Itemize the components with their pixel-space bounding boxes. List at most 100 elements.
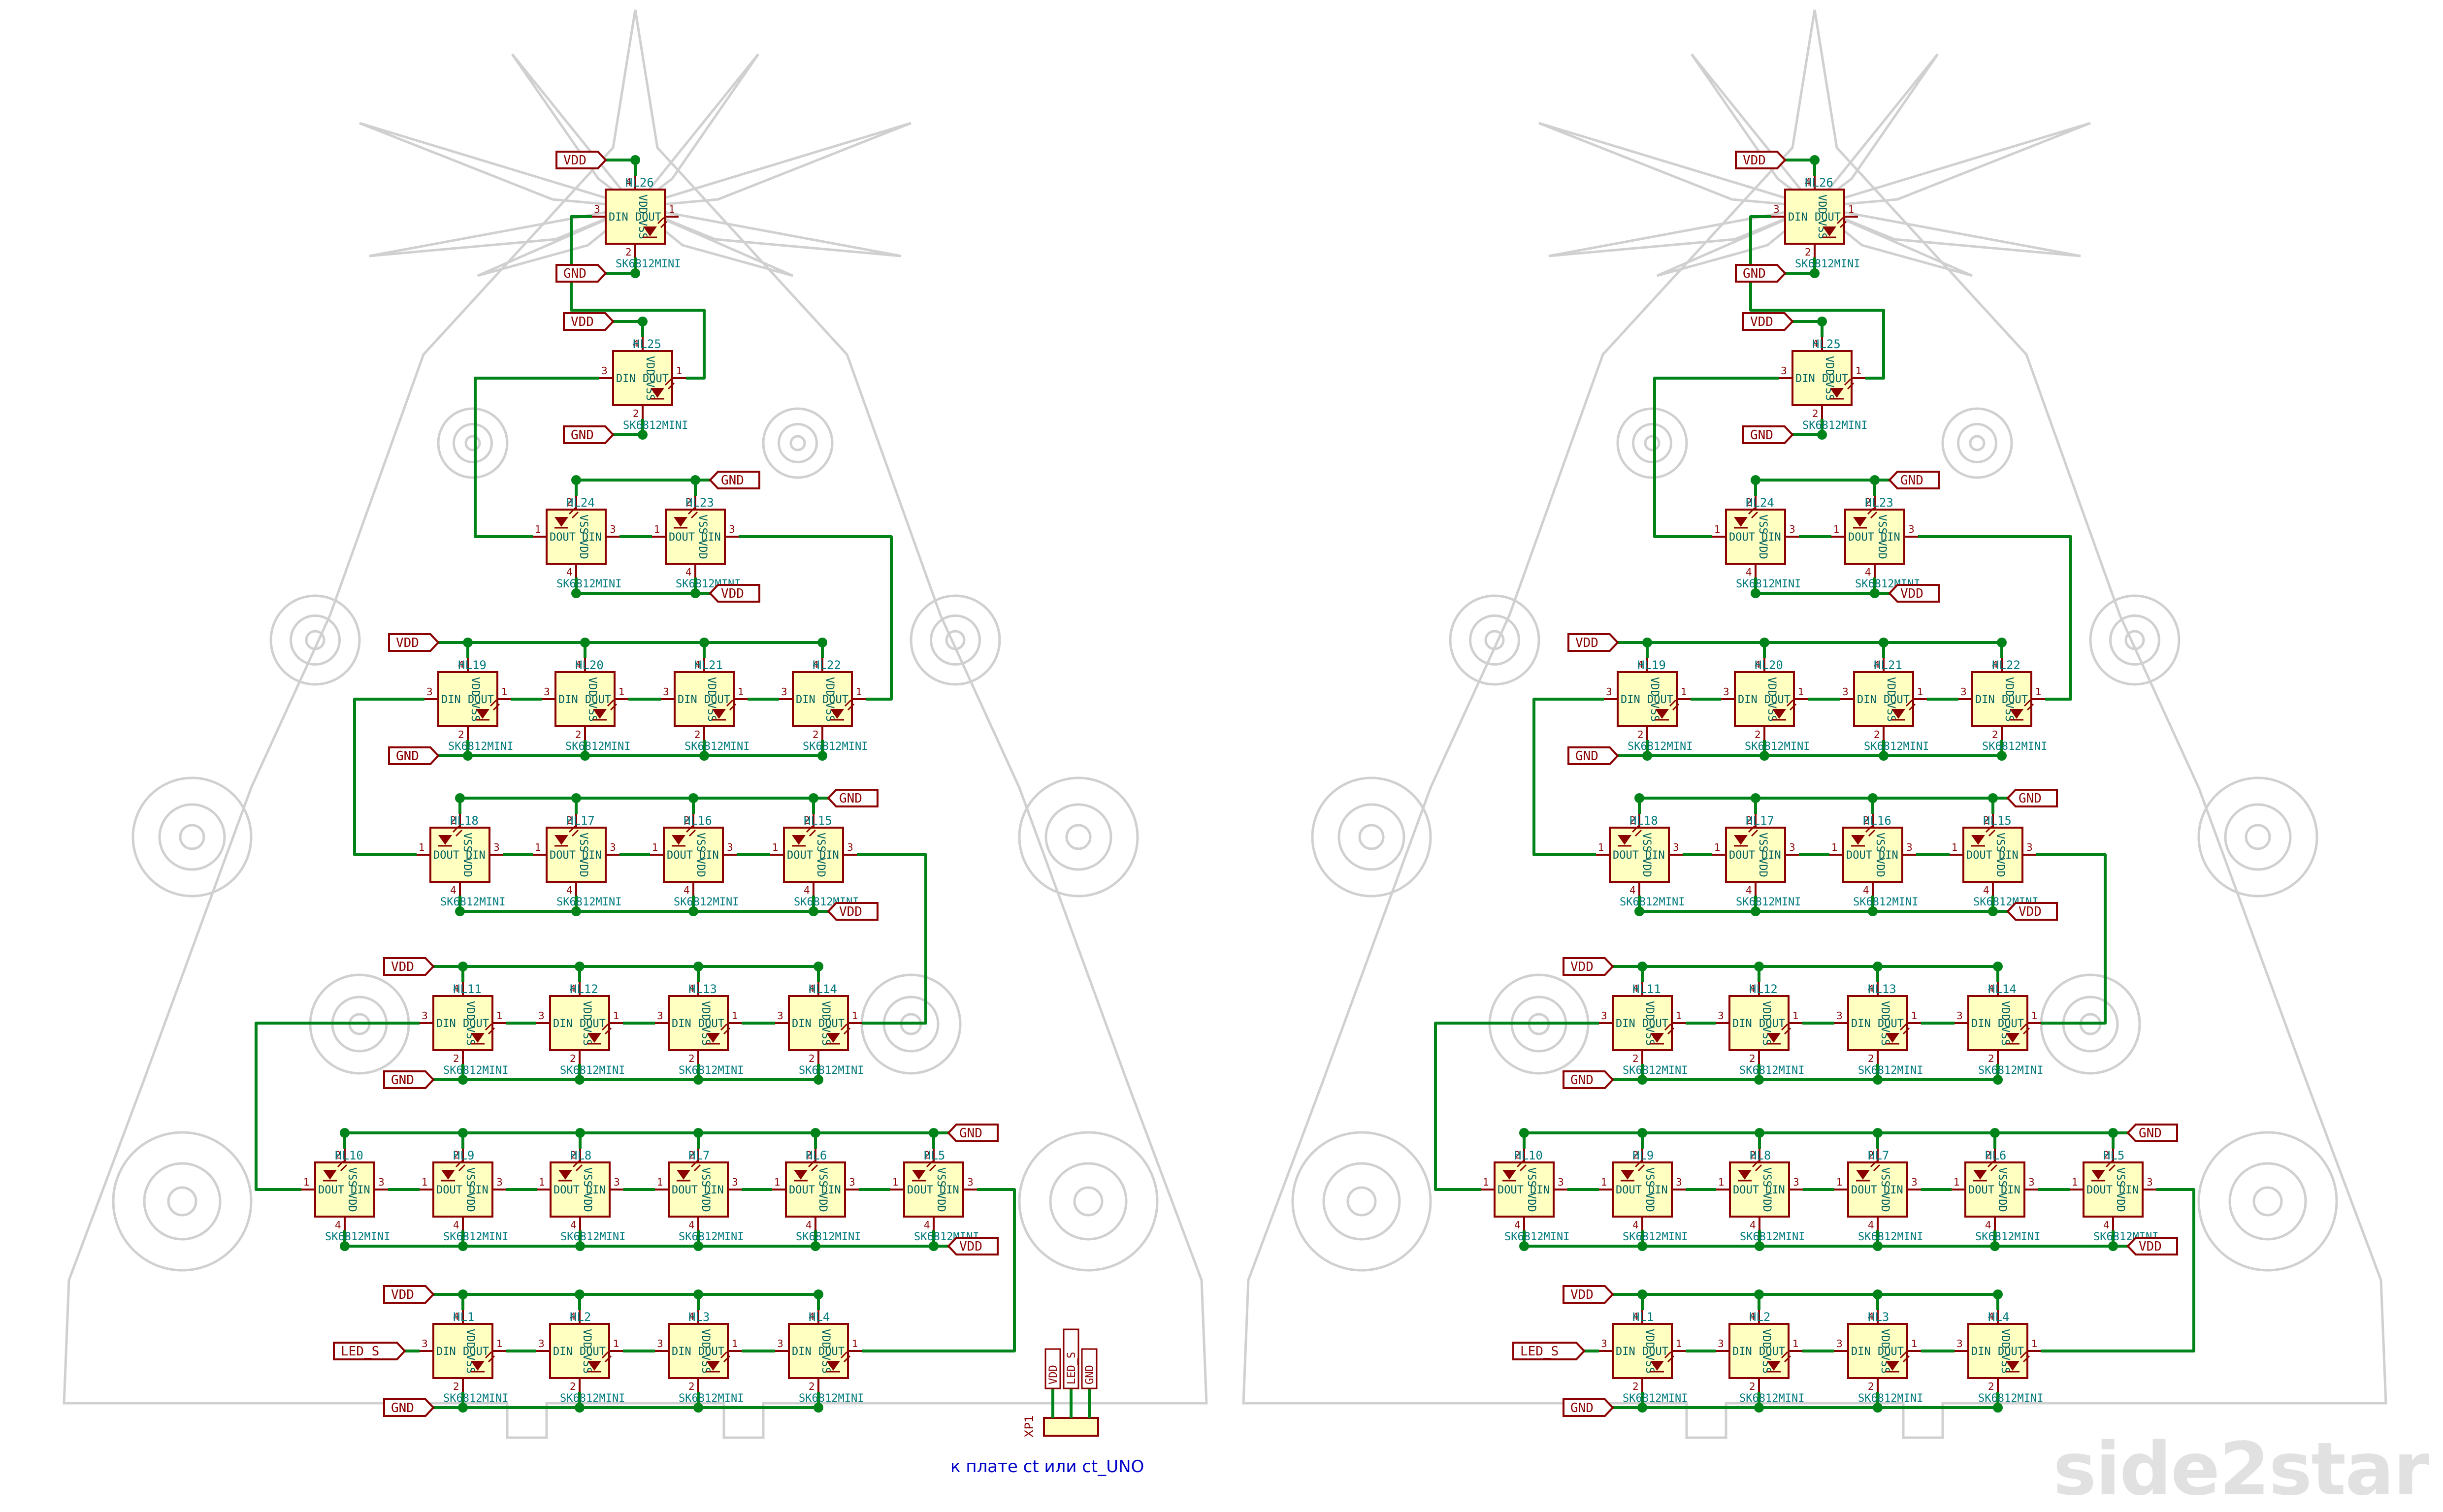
pin-number-right: 3 (1789, 523, 1795, 535)
pin-name-left: DIN (1616, 1346, 1635, 1358)
pin-number-top: 4 (1868, 983, 1874, 995)
pin-name-left: DOUT (1846, 849, 1872, 862)
pin-name-bottom: VDD (814, 858, 827, 877)
pin-name-top: VDD (464, 1001, 476, 1021)
led-light-arrows (1899, 1023, 1910, 1035)
led-light-arrows (844, 699, 855, 711)
junction-dot (1993, 962, 2003, 971)
net-label-flag (1512, 1342, 1586, 1360)
led-light-arrows (1836, 217, 1847, 228)
net-label-flag (2126, 1124, 2178, 1142)
junction-dot (1751, 906, 1760, 916)
pin-number-top: 2 (1629, 814, 1636, 826)
led-light-arrows (2105, 1160, 2116, 1172)
connector-label-box (1081, 1348, 1098, 1389)
pin-name-left: DIN (436, 1018, 456, 1030)
led-light-arrows (2020, 1023, 2030, 1035)
junction-dot (458, 1128, 468, 1138)
pin-name-right: DOUT (1642, 1346, 1668, 1358)
scroll-outline (2197, 776, 2318, 898)
led-light-arrows (2023, 699, 2034, 711)
pin-name-right: DOUT (822, 694, 848, 706)
pin-number-left: 3 (1718, 1010, 1724, 1022)
ref-designator: HL2 (570, 1310, 591, 1324)
pin-name-left: DOUT (1498, 1184, 1524, 1196)
net-label-text: VDD (571, 315, 594, 329)
net-label-vdd: VDD (388, 633, 440, 652)
pin-name-top: VSS (1525, 1167, 1537, 1187)
pin-number-left: 1 (422, 1176, 428, 1188)
pin-number-top: 2 (1746, 496, 1752, 508)
pin-name-top: VSS (1994, 833, 2006, 852)
star-ray-outline (359, 122, 636, 208)
junction-dot (1990, 1241, 2000, 1251)
part-value: SK6812MINI (1740, 1231, 1805, 1243)
pin-name-left: DIN (792, 1018, 812, 1030)
scroll-outline (1018, 776, 1139, 898)
pin-number-top: 4 (625, 176, 632, 188)
pin-number-left: 3 (422, 1338, 428, 1350)
pin-number-right: 1 (1676, 1338, 1682, 1350)
pin-number-right: 3 (378, 1176, 385, 1188)
junction-dot (693, 962, 703, 971)
pin-number-right: 1 (1681, 686, 1687, 698)
scroll-outline (2089, 594, 2181, 686)
pin-name-top: VSS (581, 1167, 593, 1187)
led-light-arrows (568, 825, 579, 837)
net-label-flag (2006, 789, 2058, 807)
part-value: SK6812MINI (1628, 740, 1693, 753)
net-label-text: VDD (1575, 636, 1598, 650)
pin-name-right: DIN (1879, 849, 1898, 862)
part-value: SK6812MINI (1853, 896, 1918, 908)
part-value: SK6812MINI (440, 896, 505, 908)
star-ray-outline (1814, 122, 2091, 208)
pin-name-right: DIN (1999, 849, 2019, 862)
led-light-arrows (452, 825, 463, 837)
pin-number-left: 3 (1606, 686, 1612, 698)
pin-number-right: 3 (2026, 841, 2033, 853)
connector-caption: к плате ct или ct_UNO (950, 1457, 1144, 1477)
net-label-flag (563, 425, 615, 444)
part-value: SK6812MINI (1978, 1064, 2043, 1077)
connector-pin-label: VDD (1044, 1348, 1061, 1389)
scroll-inner-outline (158, 803, 226, 871)
row-link (1434, 1022, 1599, 1191)
pin-number-top: 2 (566, 814, 573, 826)
led-light-arrows (664, 378, 675, 390)
pin-number-bottom: 2 (694, 729, 701, 740)
pin-number-bottom: 4 (566, 884, 573, 896)
junction-dot (699, 638, 709, 647)
junction-dot (1634, 793, 1644, 803)
pin-number-left: 3 (1781, 365, 1787, 377)
pin-name-top: VSS (696, 515, 709, 534)
led-light-arrows (1786, 699, 1797, 711)
ref-designator: HL10 (1514, 1149, 1543, 1162)
row-link (1749, 215, 1885, 380)
pin-name-left: DIN (678, 694, 697, 706)
junction-dot (1754, 1403, 1764, 1413)
pin-name-right: DIN (1761, 849, 1781, 862)
pin-number-bottom: 2 (1755, 729, 1761, 740)
led-diode-icon (1973, 1170, 1987, 1180)
pin-name-bottom: VDD (346, 1192, 358, 1212)
ref-designator: HL8 (570, 1149, 591, 1162)
pin-number-left: 1 (419, 841, 425, 853)
pin-number-top: 4 (575, 659, 582, 671)
led-light-arrows (1870, 1160, 1881, 1172)
net-label-text: VDD (1900, 586, 1923, 601)
led-light-arrows (1664, 1023, 1675, 1035)
pin-name-bottom: VDD (1757, 540, 1769, 559)
pin-name-right: DIN (582, 849, 602, 862)
pin-name-bottom: VDD (1879, 1192, 1891, 1212)
pin-name-bottom: VDD (577, 540, 589, 559)
pin-number-bottom: 4 (453, 1219, 459, 1231)
pin-number-bottom: 2 (1637, 729, 1644, 740)
net-label-gnd: GND (383, 1398, 435, 1417)
